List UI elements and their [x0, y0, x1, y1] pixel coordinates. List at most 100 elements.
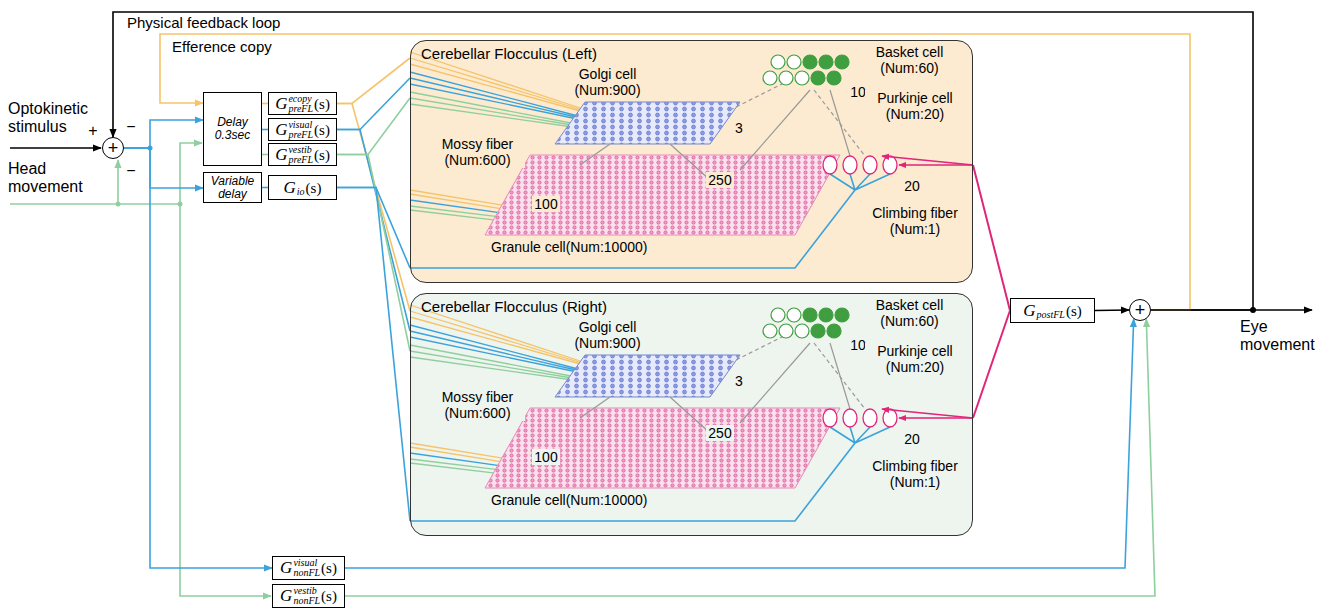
subscript: nonFL: [293, 596, 320, 606]
input-line: [180, 204, 271, 596]
signal-line: [337, 188, 410, 522]
cell-label: Basket cell (Num:60): [862, 44, 957, 76]
cell-label: Mossy fiber (Num:600): [430, 389, 525, 421]
branch-dot: [178, 202, 183, 207]
transfer-function-box: GpostFL(s): [1010, 298, 1095, 323]
callout-number: 3: [732, 373, 746, 389]
node-content: GpostFL(s): [1013, 299, 1092, 322]
signal-line: [124, 148, 272, 568]
sign: +: [86, 122, 100, 140]
transfer-function-box: GvisualnonFL(s): [272, 556, 345, 580]
argument: (s): [314, 146, 330, 164]
flocculus-ground: [410, 40, 973, 283]
sign: −: [124, 162, 138, 180]
symbol: G: [1023, 302, 1035, 320]
cell-label: Basket cell (Num:60): [862, 297, 957, 329]
delay-box: Delay 0.3sec: [203, 92, 262, 166]
cell-label: Golgi cell (Num:900): [560, 319, 655, 351]
sign: −: [124, 118, 138, 136]
transfer-function-box: Gio(s): [268, 175, 337, 200]
signal-line: [345, 319, 1134, 568]
callout-number: 100: [532, 196, 560, 212]
input-line: [10, 147, 101, 149]
flocculus-network: [410, 305, 973, 521]
script-stack: postFL: [1037, 301, 1065, 320]
cell-label: Granule cell(Num:10000): [490, 492, 648, 508]
node-content: Variable delay: [204, 173, 261, 202]
subscript: postFL: [1037, 310, 1065, 320]
transfer-function-box: GecopypreFL(s): [268, 92, 337, 115]
script-stack: io: [297, 178, 305, 197]
argument: (s): [314, 95, 330, 113]
symbol: G: [280, 559, 292, 577]
signal-line: [337, 58, 410, 104]
signal-name: Head movement: [8, 160, 100, 196]
callout-number: 3: [732, 120, 746, 136]
cell-label: Climbing fiber (Num:1): [862, 458, 968, 490]
cell-label: Purkinje cell (Num:20): [865, 343, 965, 375]
node-content: GvestibpreFL(s): [271, 144, 334, 165]
script-stack: ecopypreFL: [288, 94, 313, 114]
argument: (s): [321, 559, 337, 577]
argument: (s): [1066, 302, 1082, 320]
callout-number: 250: [706, 425, 734, 441]
input-line: [10, 203, 180, 205]
node-content: +: [103, 138, 123, 158]
signal-line: [124, 120, 203, 148]
symbol: G: [275, 121, 287, 139]
transfer-function-box: GvestibpreFL(s): [268, 143, 337, 166]
superscript: vestib: [293, 586, 320, 596]
edge-label: Physical feedback loop: [125, 14, 282, 32]
input-line: [117, 160, 119, 204]
argument: (s): [306, 179, 322, 197]
branch-dot: [116, 202, 121, 207]
box-text: Delay 0.3sec: [204, 116, 261, 142]
callout-number: 100: [532, 449, 560, 465]
edge-label: Efference copy: [170, 38, 274, 56]
signal-line: [973, 165, 1010, 311]
script-stack: vestibpreFL: [288, 145, 313, 165]
input-line: [10, 143, 1312, 596]
transfer-function-box: GvestibnonFL(s): [272, 584, 345, 608]
subscript: preFL: [288, 104, 313, 114]
sum-sign: +: [1135, 301, 1146, 319]
subscript: io: [297, 187, 305, 197]
summing-junction: +: [102, 137, 124, 159]
input-line: [180, 143, 202, 204]
argument: (s): [321, 587, 337, 605]
signal-line: [337, 104, 410, 312]
flocculus-ground: [410, 293, 973, 536]
signal-line: [345, 319, 1155, 596]
node-content: GvisualpreFL(s): [271, 119, 334, 140]
signal-line: [113, 12, 1253, 310]
node-content: Delay 0.3sec: [204, 93, 261, 165]
delay-box: Variable delay: [203, 172, 262, 203]
panel-title: Cerebellar Flocculus (Right): [421, 298, 607, 316]
signal-name: Optokinetic stimulus: [8, 100, 100, 136]
signal-line: [337, 78, 410, 130]
signal-line: [337, 155, 410, 352]
signal-name: Eye movement: [1240, 318, 1316, 354]
symbol: G: [275, 95, 287, 113]
signal-line: [337, 188, 410, 269]
signal-line: [973, 311, 1010, 419]
node-content: +: [1130, 300, 1150, 320]
flocculus-network: [410, 52, 973, 268]
node-content: GvestibnonFL(s): [275, 585, 342, 607]
symbol: G: [284, 179, 296, 197]
superscript: visual: [288, 120, 313, 130]
box-text: Variable delay: [204, 175, 261, 201]
node-content: GecopypreFL(s): [271, 93, 334, 114]
node-content: Gio(s): [271, 176, 334, 199]
superscript: visual: [293, 558, 320, 568]
signal-line: [1095, 309, 1129, 311]
subscript: preFL: [288, 155, 313, 165]
script-stack: visualpreFL: [288, 120, 313, 140]
callout-number: 20: [902, 178, 922, 194]
script-stack: vestibnonFL: [293, 586, 320, 606]
symbol: G: [275, 146, 287, 164]
superscript: ecopy: [288, 94, 313, 104]
cell-label: Granule cell(Num:10000): [490, 239, 648, 255]
